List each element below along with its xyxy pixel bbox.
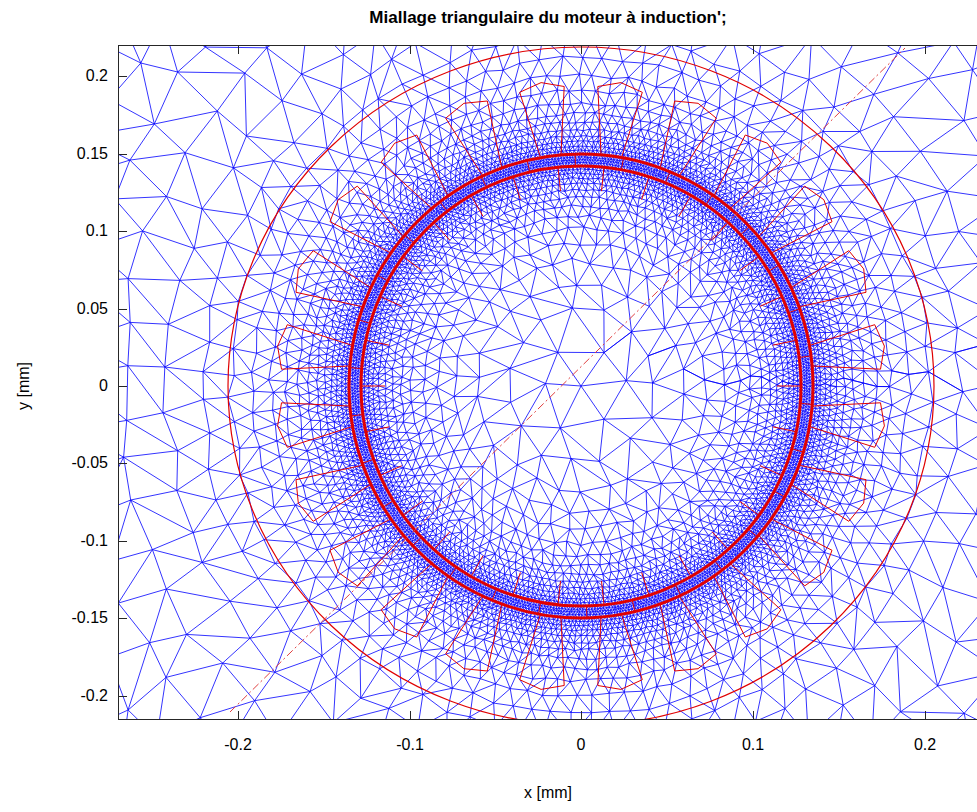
stator-slot: [598, 83, 643, 157]
y-tick: [118, 463, 127, 464]
x-tick: [410, 45, 411, 720]
x-tick: [238, 45, 239, 720]
axes-box: [118, 45, 977, 720]
y-tick-label: -0.2: [80, 688, 108, 704]
rotor-bar: [513, 572, 540, 615]
rotor-bar: [350, 386, 385, 416]
x-tick-label: -0.1: [396, 737, 424, 753]
x-tick: [581, 45, 582, 720]
stator-slot: [296, 465, 370, 521]
rotor-bar: [712, 530, 758, 549]
rotor-bar: [376, 257, 422, 280]
stator-slot: [792, 251, 866, 307]
stator-slot: [520, 83, 565, 157]
y-tick: [118, 309, 127, 310]
y-tick-label: 0: [99, 378, 108, 394]
rotor-bar: [558, 581, 587, 619]
y-tick-label: -0.15: [72, 610, 108, 626]
rotor-bar: [349, 341, 390, 369]
x-tick-label: 0: [577, 737, 586, 753]
chart-title: Miallage triangulaire du moteur à induct…: [369, 9, 726, 26]
stator-slot: [759, 519, 832, 586]
stator-slot: [520, 615, 565, 689]
rotor-bar: [777, 356, 812, 386]
stator-slot: [660, 101, 716, 175]
y-tick-label: 0.2: [86, 68, 108, 84]
rotor-bar: [666, 171, 691, 217]
motor-geometry: [228, 47, 934, 720]
stator-slot: [810, 403, 884, 448]
stator-bore: [349, 154, 813, 618]
rotor-bar: [404, 501, 423, 546]
stator-slot: [278, 325, 352, 370]
y-tick: [118, 231, 127, 232]
rotor-bar: [602, 581, 636, 613]
x-tick-label: 0.2: [914, 737, 936, 753]
rotor-bar: [439, 196, 483, 216]
rotor-bar: [435, 532, 456, 578]
y-tick: [118, 541, 127, 542]
rotor-bar: [481, 176, 521, 200]
rotor-bar: [773, 404, 814, 432]
stator-slot: [446, 597, 502, 671]
stator-slot: [792, 465, 866, 521]
y-tick: [118, 386, 127, 387]
rotor-bar: [773, 308, 801, 345]
rotor-bar: [679, 556, 723, 576]
y-tick: [118, 696, 127, 697]
rotor-bar: [472, 556, 497, 602]
stator-slot: [278, 403, 352, 448]
y-tick: [118, 154, 127, 155]
x-tick-label: 0.1: [742, 737, 764, 753]
stator-slot: [714, 564, 781, 637]
stator-slot: [598, 615, 643, 689]
rotor-bar: [358, 297, 402, 323]
y-tick-label: 0.05: [77, 301, 108, 317]
stator-outer-circle: [228, 47, 934, 720]
y-tick-label: 0.15: [77, 146, 108, 162]
x-tick-label: -0.2: [224, 737, 252, 753]
rotor-bar: [381, 466, 402, 508]
rotor-bar: [527, 159, 561, 191]
stator-slot: [660, 597, 716, 671]
rotor-bar: [575, 153, 604, 191]
stator-slot: [714, 135, 781, 208]
stator-slot: [381, 135, 448, 208]
rotor-bar: [642, 572, 682, 596]
triangular-mesh: [118, 45, 977, 720]
stator-slot: [759, 186, 832, 253]
x-axis-label: x [mm]: [524, 785, 572, 801]
x-tick: [925, 45, 926, 720]
y-axis-label: y [mm]: [16, 362, 32, 410]
y-tick-label: -0.05: [72, 455, 108, 471]
rotor-bar: [404, 223, 450, 242]
rotor-bar: [760, 449, 804, 475]
y-tick-label: -0.1: [80, 533, 108, 549]
stator-slot: [381, 564, 448, 637]
stator-slot: [296, 251, 370, 307]
rotor-bar: [706, 194, 727, 240]
rotor-bar: [622, 157, 649, 200]
y-tick: [118, 76, 127, 77]
y-tick-label: 0.1: [86, 223, 108, 239]
stator-slot: [446, 101, 502, 175]
stator-slot: [330, 186, 403, 253]
rotor-bar: [760, 264, 781, 306]
x-tick: [753, 45, 754, 720]
rotor-surface: [361, 166, 801, 606]
y-tick: [118, 618, 127, 619]
rotor-bar: [740, 492, 786, 515]
rotor-bar: [740, 226, 759, 271]
symmetry-line: [230, 48, 905, 712]
stator-slot: [810, 325, 884, 370]
rotor-bar: [361, 427, 389, 464]
